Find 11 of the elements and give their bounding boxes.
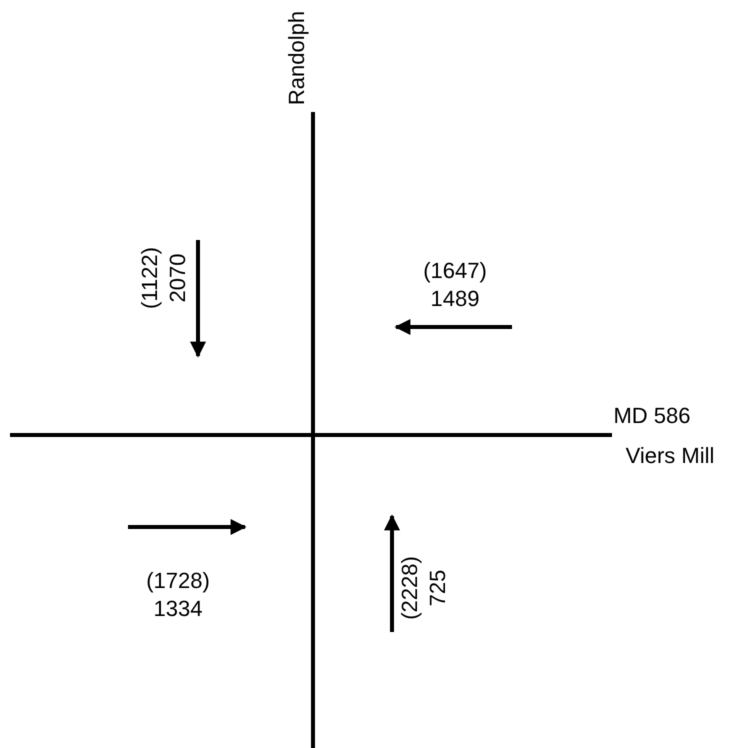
volume-label: (2228) bbox=[397, 556, 423, 620]
street-name-label: Viers Mill bbox=[626, 443, 714, 469]
volume-label: 1334 bbox=[154, 596, 202, 622]
volume-label: (1647) bbox=[423, 258, 487, 284]
route-name-label: MD 586 bbox=[613, 403, 691, 429]
volume-label: 2070 bbox=[165, 254, 191, 302]
volume-label: 1489 bbox=[430, 286, 480, 312]
street-name-label: Randolph bbox=[284, 10, 310, 106]
volume-label: (1122) bbox=[137, 247, 163, 309]
volume-label: 725 bbox=[425, 570, 451, 606]
volume-label: (1728) bbox=[146, 568, 210, 594]
